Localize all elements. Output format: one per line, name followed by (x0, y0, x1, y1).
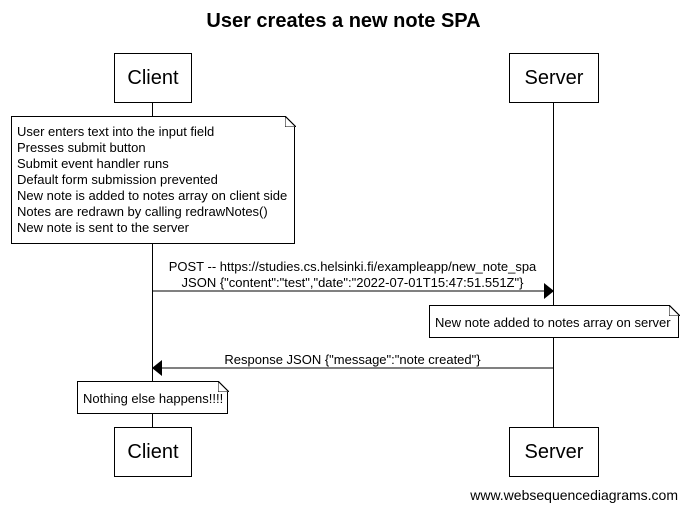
client-actor-bottom: Client (114, 427, 192, 477)
response-message-label: Response JSON {"message":"note created"} (224, 352, 481, 367)
server-actor-top: Server (509, 53, 599, 103)
post-message-label-url: POST -- https://studies.cs.helsinki.fi/e… (168, 259, 537, 274)
client-step-line: Notes are redrawn by calling redrawNotes… (17, 204, 268, 219)
client-step-line: User enters text into the input field (17, 124, 215, 139)
client-step-line: New note is added to notes array on clie… (17, 188, 288, 203)
response-arrow (152, 360, 553, 376)
nothing-else-note: Nothing else happens!!!! (77, 381, 229, 414)
nothing-else-text: Nothing else happens!!!! (83, 391, 224, 406)
client-actor-top: Client (114, 53, 192, 103)
client-lifeline (152, 102, 153, 428)
server-added-note: New note added to notes array on server (429, 305, 680, 338)
client-step-line: Presses submit button (17, 140, 146, 155)
post-message-label-json: JSON {"content":"test","date":"2022-07-0… (181, 275, 524, 290)
note-fold-icon (669, 305, 680, 316)
response-arrowhead-icon (152, 360, 162, 376)
server-lifeline (553, 102, 554, 428)
server-actor-bottom: Server (509, 427, 599, 477)
client-step-line: Submit event handler runs (17, 156, 169, 171)
server-note-text: New note added to notes array on server (435, 315, 671, 330)
note-fold-icon (218, 381, 229, 392)
diagram-title: User creates a new note SPA (206, 10, 481, 32)
note-fold-icon (285, 116, 296, 127)
client-step-line: Default form submission prevented (17, 172, 218, 187)
footer-watermark: www.websequencediagrams.com (470, 487, 678, 503)
post-arrow (153, 283, 554, 299)
client-step-line: New note is sent to the server (17, 220, 189, 235)
post-arrowhead-icon (544, 283, 554, 299)
